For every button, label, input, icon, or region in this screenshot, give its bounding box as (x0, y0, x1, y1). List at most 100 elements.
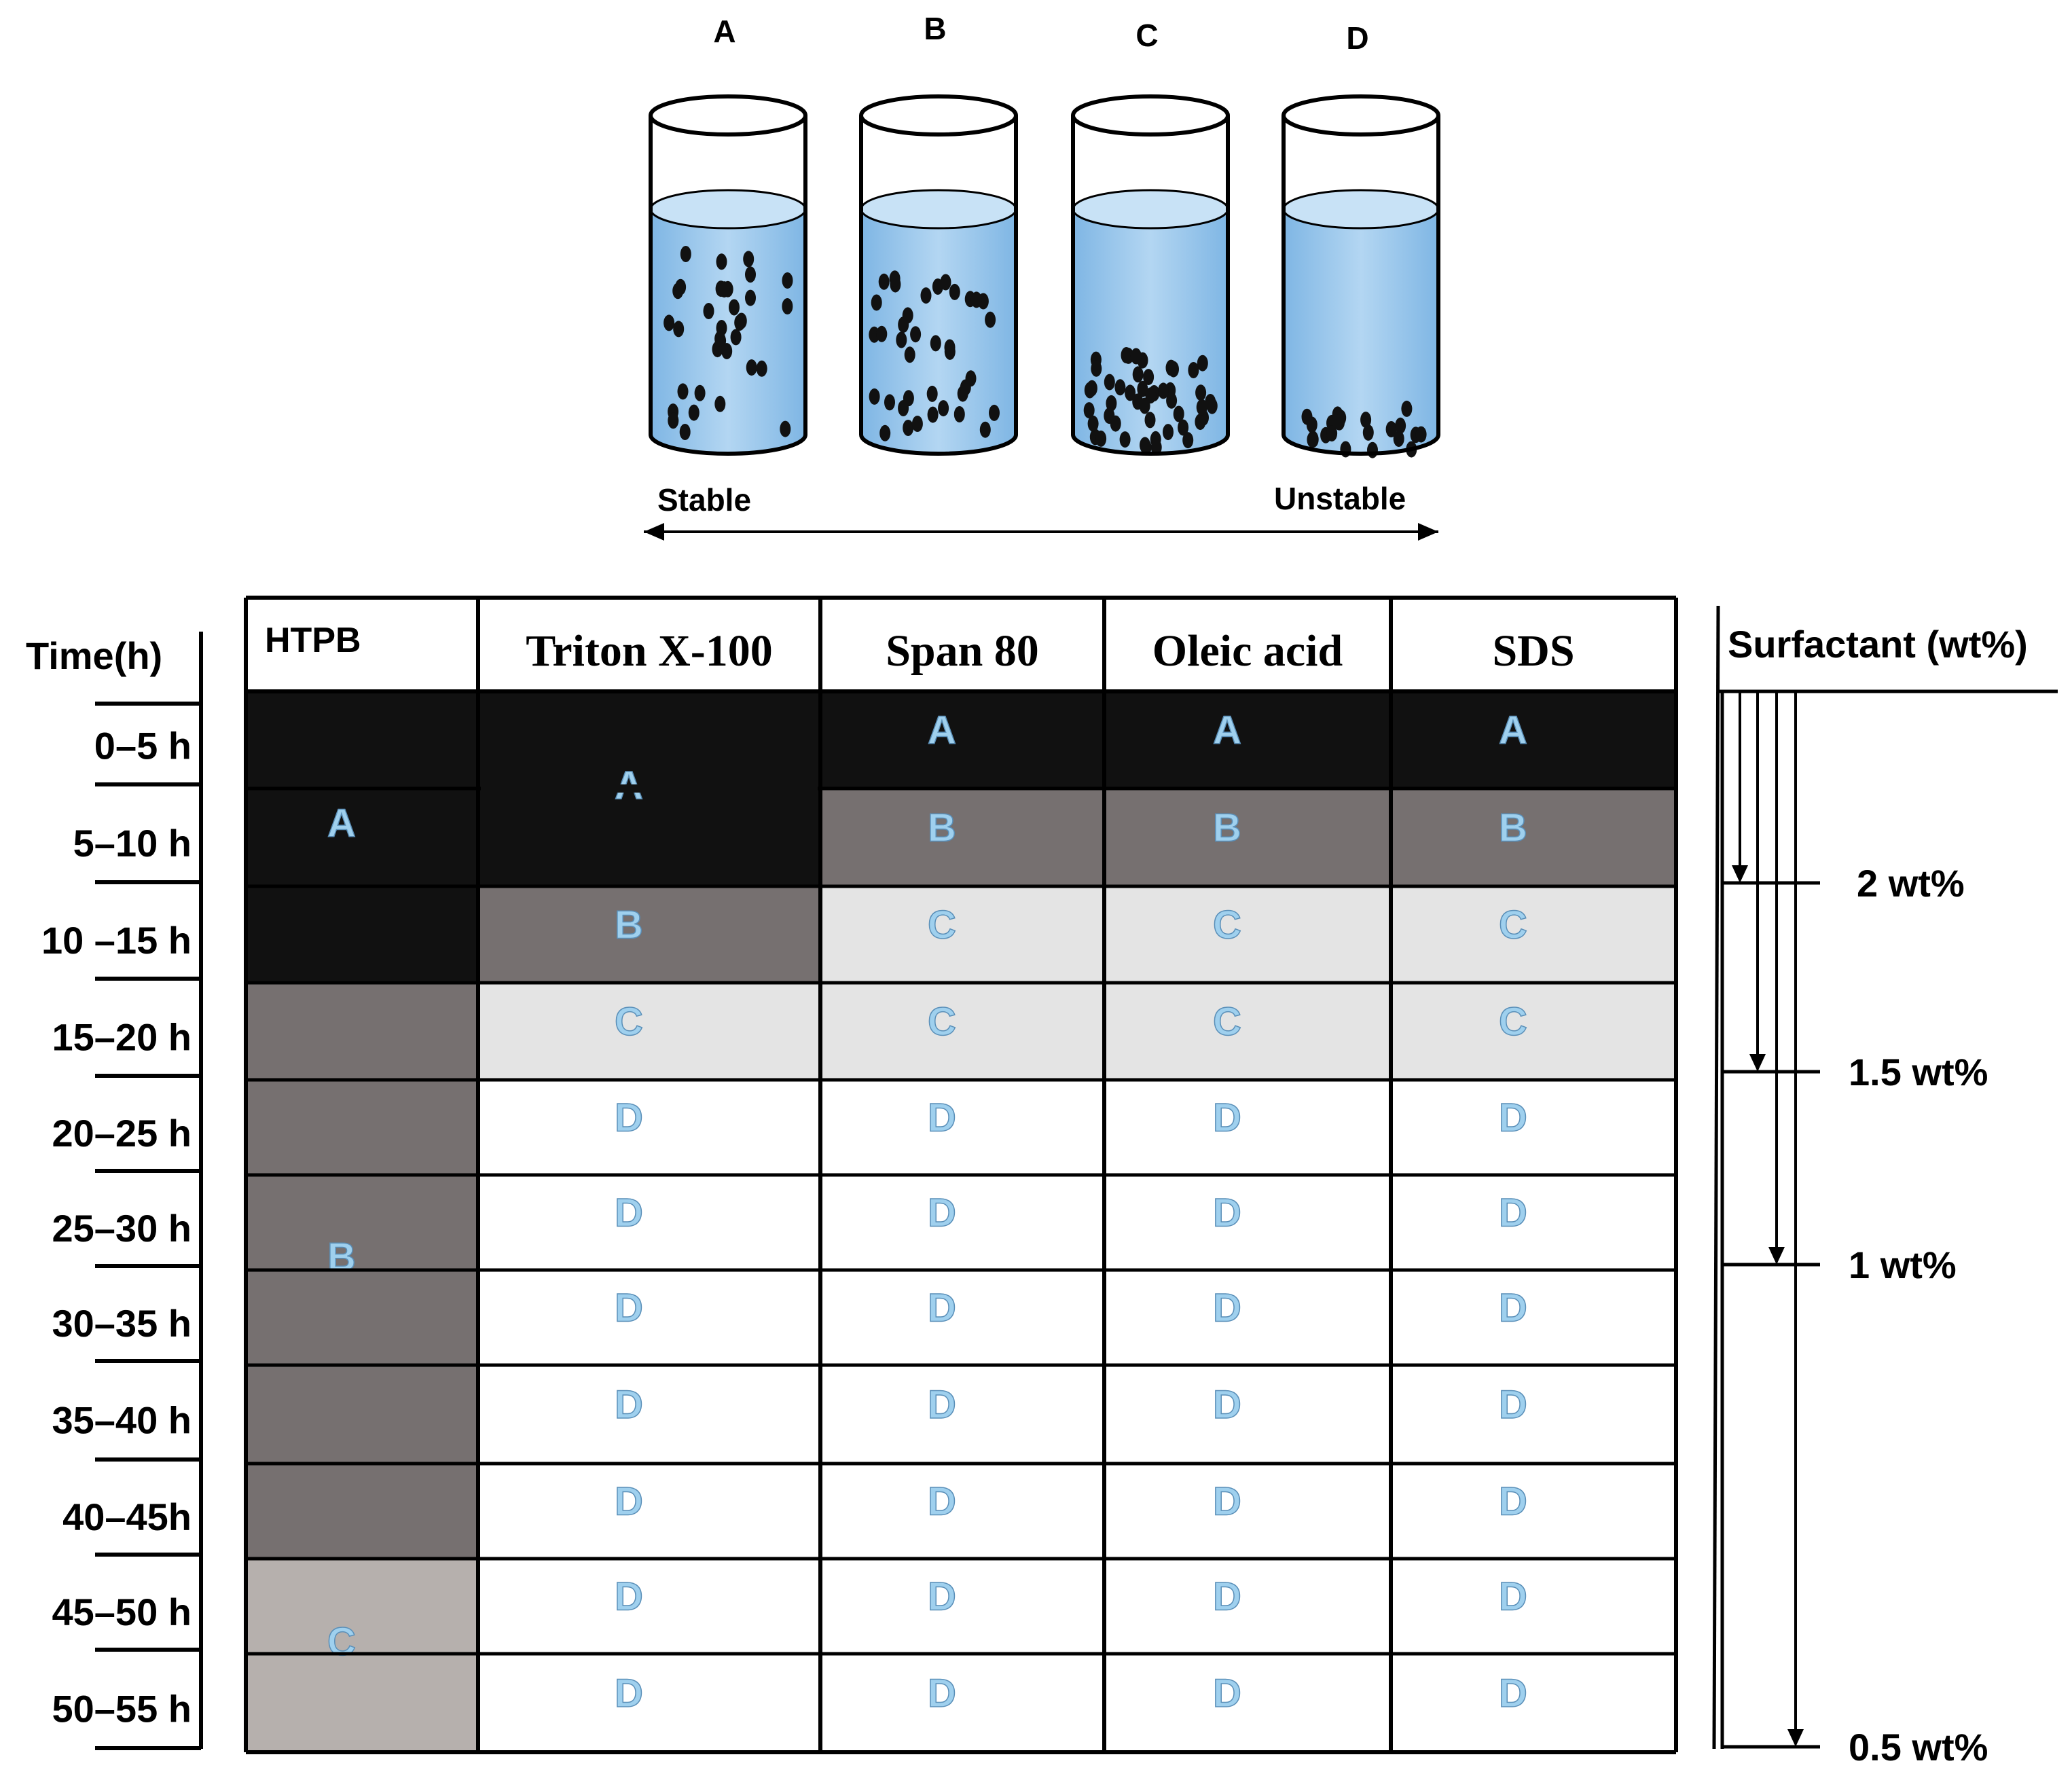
particle-dot (1125, 384, 1136, 401)
particle-dot (944, 343, 956, 360)
state-letter-c: C (1499, 1000, 1527, 1044)
state-letter-d: D (615, 1383, 643, 1427)
particle-dot (714, 395, 726, 412)
cell-fill (820, 886, 1104, 983)
unstable-label: Unstable (1274, 481, 1406, 516)
particle-dot (1195, 414, 1206, 431)
particle-dot (677, 383, 689, 400)
table-cell (820, 983, 1104, 1080)
state-letter-d: D (1499, 1096, 1527, 1140)
particle-dot (1144, 412, 1156, 429)
cell-fill (478, 1559, 820, 1654)
scale-vertical-line (1712, 605, 1720, 1750)
particle-dot (1083, 402, 1095, 419)
cell-fill (478, 983, 820, 1080)
particle-dot (927, 406, 939, 423)
cell-fill (1104, 1464, 1391, 1559)
state-letter-c: C (928, 1000, 956, 1044)
stability-arrow-left-head (644, 523, 664, 541)
concentration-arrow-head (1749, 1054, 1766, 1072)
vial-rim (859, 94, 1018, 137)
vial-rim (1071, 94, 1230, 137)
table-cell (1104, 1270, 1391, 1365)
table-cell (820, 1654, 1104, 1752)
cell-fill (820, 1464, 1104, 1559)
cell-fill (478, 1365, 820, 1464)
cell-fill (820, 1654, 1104, 1752)
particle-dot (782, 298, 793, 314)
particle-dot (1095, 430, 1107, 447)
table-cell (1104, 1365, 1391, 1464)
state-letter-d: D (1499, 1671, 1527, 1716)
table-cell (1104, 1175, 1391, 1270)
vial-glass (859, 115, 1018, 456)
particle-dot (743, 251, 755, 268)
cell-fill (820, 789, 1104, 886)
state-letter-c: C (928, 903, 956, 947)
particle-dot (1139, 397, 1150, 414)
table-cell (1391, 1365, 1676, 1464)
particle-dot (679, 424, 691, 440)
particle-dot (664, 314, 675, 331)
cell-fill (1391, 1559, 1676, 1654)
vial-label: C (1135, 18, 1158, 53)
particle-dot (1326, 425, 1338, 442)
particle-dot (876, 325, 888, 342)
state-letter-d: D (615, 1191, 643, 1235)
particle-dot (680, 246, 691, 262)
column-header: SDS (1492, 626, 1574, 676)
state-letter-c: C (1213, 1000, 1241, 1044)
cell-fill (478, 1464, 820, 1559)
cell-fill (1104, 1559, 1391, 1654)
particle-dot (675, 278, 687, 295)
concentration-arrow-head (1787, 1729, 1804, 1747)
vial-liquid-surface (860, 189, 1017, 230)
table-cell (820, 1365, 1104, 1464)
particle-dot (878, 273, 890, 290)
cell-fill (820, 1365, 1104, 1464)
particle-dot (694, 384, 706, 401)
cell-fill (1391, 983, 1676, 1080)
particle-dot (1110, 415, 1121, 432)
cell-fill (1391, 1365, 1676, 1464)
state-letter-d: D (1213, 1286, 1241, 1330)
particle-dot (898, 400, 909, 416)
vial-liquid-surface (1072, 189, 1229, 230)
state-letter-d: D (1499, 1575, 1527, 1619)
time-axis: Time(h) 0–5 h5–10 h10 –15 h15–20 h20–25 … (26, 632, 203, 1750)
state-letter-c: C (1499, 903, 1527, 947)
column-header: Span 80 (886, 626, 1039, 676)
state-letter-d: D (615, 1286, 643, 1330)
htpb-cell (246, 691, 478, 983)
particle-dot (716, 253, 727, 270)
particle-dot (896, 331, 907, 348)
column-header: Triton X-100 (526, 626, 773, 676)
cell-fill (1391, 1654, 1676, 1752)
table-cell (1391, 1559, 1676, 1654)
table-cell (820, 1270, 1104, 1365)
particle-dot (1087, 415, 1099, 432)
particle-dot (1334, 414, 1345, 431)
table-cell (478, 886, 820, 983)
scale-level-label: 1.5 wt% (1849, 1051, 1988, 1093)
table-cell (1104, 886, 1391, 983)
vial-liquid (1284, 209, 1438, 454)
htpb-group-a: A (246, 691, 478, 983)
vial-label: D (1346, 20, 1368, 56)
vial-label: B (924, 11, 946, 46)
cell-fill (478, 1270, 820, 1365)
state-letter-b: B (1213, 806, 1241, 850)
particle-dot (903, 420, 914, 436)
particle-dot (1140, 439, 1152, 456)
scale-level-label: 2 wt% (1857, 862, 1965, 905)
cell-fill (1391, 691, 1676, 789)
particle-dot (938, 400, 949, 417)
particle-dot (756, 360, 767, 377)
cell-fill (1104, 1365, 1391, 1464)
state-letter-d: D (615, 1575, 643, 1619)
state-letter-a: A (327, 801, 356, 846)
particle-dot (1084, 382, 1095, 399)
table-cell (478, 1270, 820, 1365)
